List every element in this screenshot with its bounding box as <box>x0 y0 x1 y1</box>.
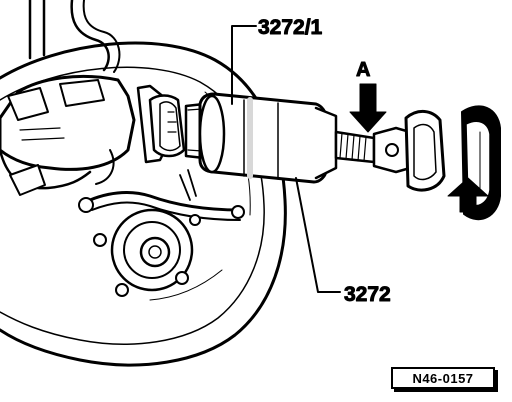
label-force-point: A <box>356 59 370 81</box>
label-tool-main: 3272 <box>344 283 391 306</box>
tool-hex-nut <box>372 110 446 192</box>
brake-line-pipe <box>28 0 121 73</box>
force-arrow-a <box>349 83 387 133</box>
brake-hose <box>78 169 245 221</box>
wheel-hub <box>93 208 201 297</box>
tool-spindle-thread <box>334 130 376 164</box>
leader-line-3272 <box>295 177 341 293</box>
rotation-direction-arrow <box>447 177 489 213</box>
tool-body-3272 <box>198 92 338 184</box>
leader-lines <box>231 25 341 293</box>
piston-dust-boot <box>148 94 186 158</box>
leader-line-3272-1 <box>231 25 257 105</box>
figure-reference-code: N46-0157 <box>391 367 495 389</box>
label-tool-adapter: 3272/1 <box>258 16 323 39</box>
